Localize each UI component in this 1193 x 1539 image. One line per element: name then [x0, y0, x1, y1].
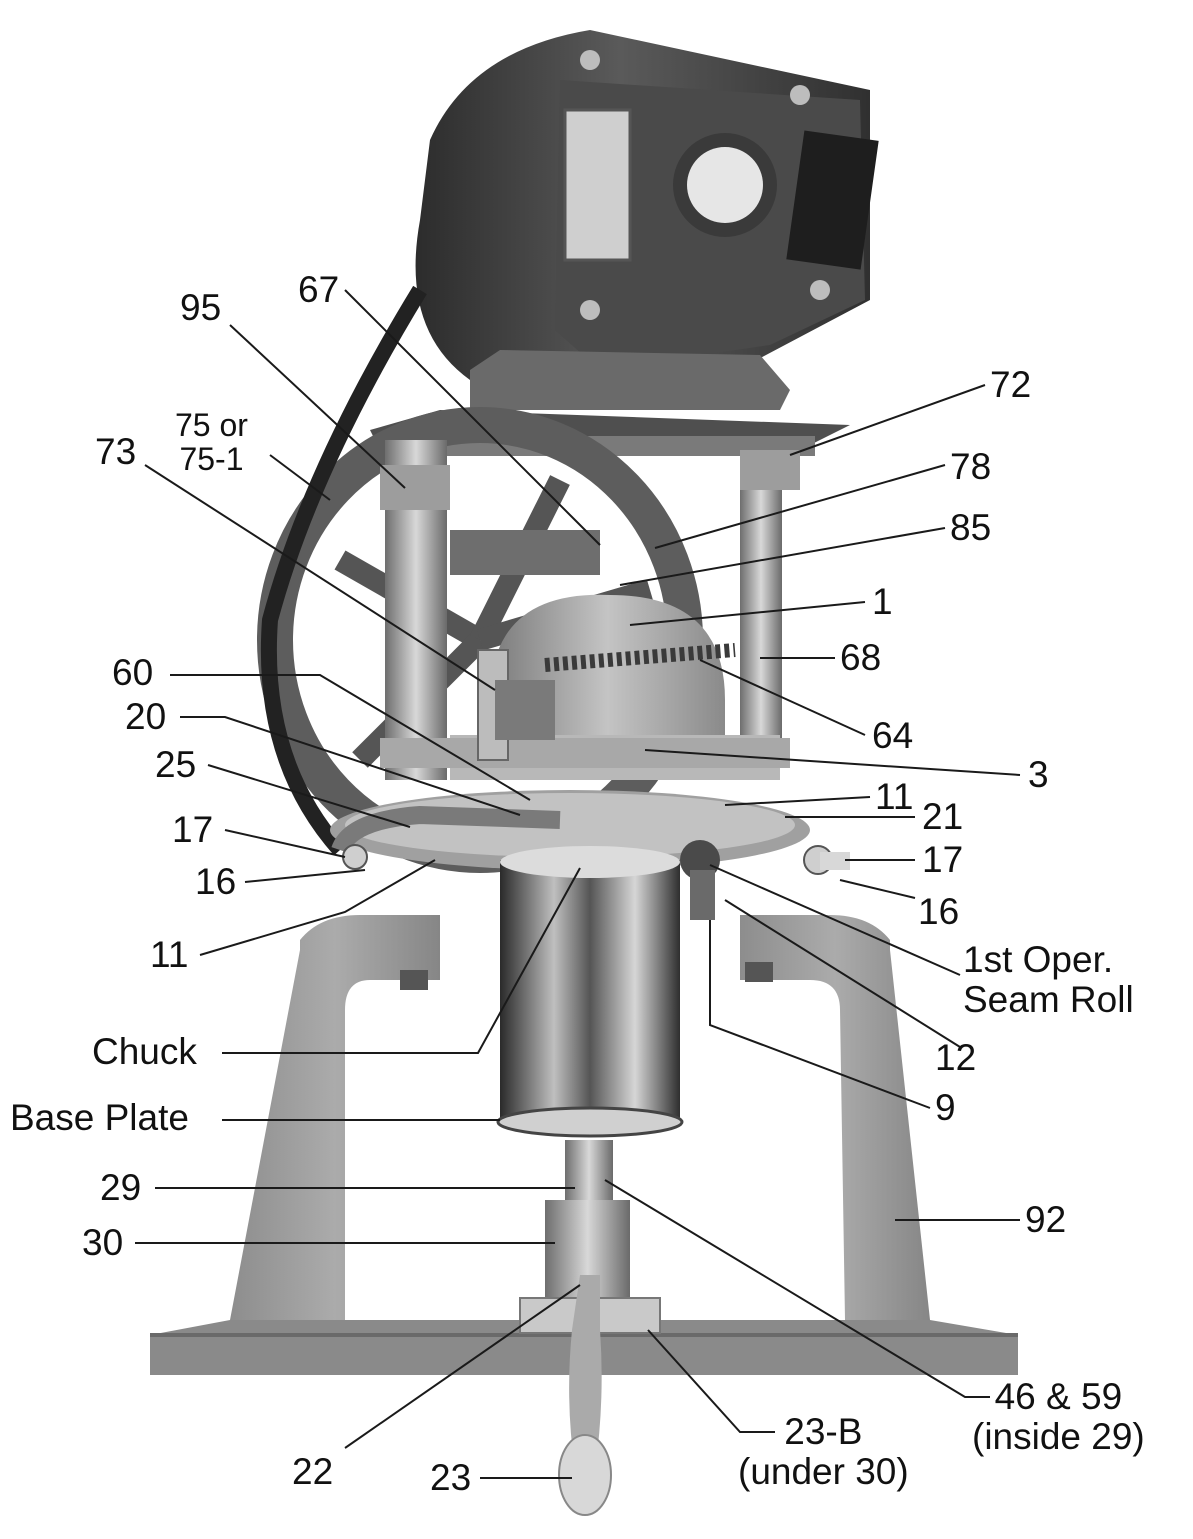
- callout-12: 12: [935, 1037, 977, 1078]
- callout-1st-oper-seam-roll: 1st Oper. Seam Roll: [963, 939, 1134, 1020]
- leader-11l: [199, 859, 436, 956]
- callout-11-left: 11: [150, 934, 189, 975]
- callout-base-plate: Base Plate: [10, 1097, 189, 1138]
- leader-22: [344, 1284, 581, 1449]
- leader-60: [170, 674, 531, 801]
- leader-1: [629, 601, 866, 626]
- seaming-head: [380, 594, 790, 780]
- leader-23b: [647, 1329, 775, 1433]
- callout-78: 78: [950, 446, 992, 487]
- callout-16-right: 16: [918, 891, 960, 932]
- callout-95: 95: [180, 287, 222, 328]
- callout-72: 72: [990, 364, 1032, 405]
- callout-85: 85: [950, 507, 992, 548]
- leader-64: [699, 659, 866, 736]
- callout-73: 73: [95, 431, 137, 472]
- can-body: [496, 846, 684, 1138]
- callout-11-right: 11: [875, 776, 914, 817]
- leader-12: [724, 899, 961, 1048]
- leader-95: [229, 324, 406, 489]
- callout-75-or-75-1: 75 or 75-1: [175, 407, 248, 477]
- leader-67: [344, 289, 601, 546]
- leader-17l: [224, 829, 346, 858]
- callout-21: 21: [922, 796, 964, 837]
- callout-16-left: 16: [195, 861, 237, 902]
- callout-20: 20: [125, 696, 167, 737]
- callout-9: 9: [935, 1087, 956, 1128]
- leader-85: [619, 527, 946, 586]
- callout-67: 67: [298, 269, 340, 310]
- callout-25: 25: [155, 744, 197, 785]
- leader-16r: [839, 879, 916, 899]
- leader-3: [644, 749, 1021, 776]
- leader-25: [207, 764, 411, 828]
- support-posts: [380, 440, 800, 780]
- lift-assembly: [519, 1140, 661, 1516]
- callout-64: 64: [872, 715, 914, 756]
- leader-73: [144, 464, 496, 691]
- callout-1: 1: [872, 581, 893, 622]
- callout-22: 22: [292, 1451, 334, 1492]
- leader-72: [789, 384, 986, 456]
- callout-68: 68: [840, 637, 882, 678]
- callout-30: 30: [82, 1222, 124, 1263]
- leader-75: [269, 454, 331, 501]
- callout-3: 3: [1028, 754, 1049, 795]
- turret-plate: [330, 790, 850, 920]
- callout-60: 60: [112, 652, 154, 693]
- callout-92: 92: [1025, 1199, 1067, 1240]
- callout-46-and-59: 46 & 59 (inside 29): [972, 1376, 1145, 1457]
- leader-11r: [724, 796, 871, 806]
- leader-lines: [135, 289, 1021, 1479]
- callout-17-left: 17: [172, 809, 214, 850]
- leader-46: [604, 1179, 990, 1398]
- leader-78: [654, 464, 946, 549]
- callout-23: 23: [430, 1457, 472, 1498]
- leader-1st-oper: [709, 864, 961, 976]
- callout-23-b: 23-B (under 30): [738, 1411, 909, 1492]
- motor: [415, 30, 879, 410]
- leader-chuck: [222, 867, 581, 1054]
- leader-20: [180, 716, 521, 816]
- leader-9: [709, 920, 931, 1109]
- callout-chuck: Chuck: [92, 1031, 197, 1072]
- leader-16l: [244, 869, 366, 883]
- callout-29: 29: [100, 1167, 142, 1208]
- callout-17-right: 17: [922, 839, 964, 880]
